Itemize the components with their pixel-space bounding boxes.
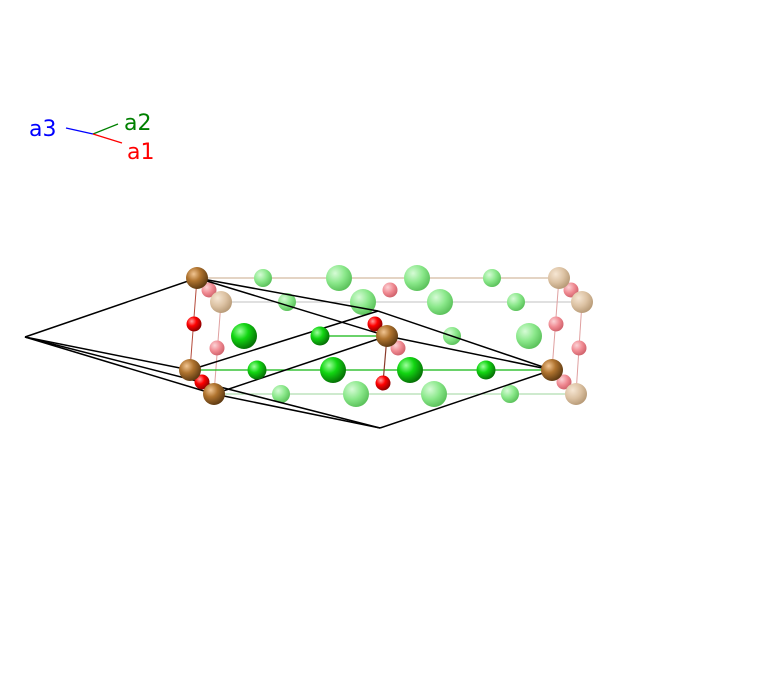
brown-atom-faded [210, 291, 232, 313]
green-atom-faded [343, 381, 369, 407]
cell-edge [24, 336, 191, 371]
a2-axis-line [92, 123, 119, 135]
red-atom-faded [548, 316, 564, 332]
cell-edge [196, 277, 388, 337]
green-atom-faded [516, 323, 542, 349]
a1-axis-line [92, 133, 123, 144]
primitive-cell-edges [24, 277, 553, 429]
green-atom-faded [272, 385, 290, 403]
green-atom[interactable] [247, 360, 267, 380]
red-atom-faded [209, 340, 225, 356]
cell-edge [196, 277, 379, 312]
green-atom-faded [483, 269, 501, 287]
a1-axis-label: a1 [127, 140, 154, 165]
red-atom[interactable] [375, 375, 391, 391]
green-atom[interactable] [397, 357, 423, 383]
brown-atom-faded [571, 291, 593, 313]
a3-axis-line [65, 127, 94, 135]
brown-atom[interactable] [541, 359, 563, 381]
cell-edge [213, 393, 381, 429]
a3-axis-label: a3 [29, 117, 56, 142]
brown-atom[interactable] [179, 359, 201, 381]
atoms [179, 267, 563, 405]
axis-triad: a3 a2 a1 [29, 111, 154, 165]
brown-atom[interactable] [186, 267, 208, 289]
red-atom[interactable] [186, 316, 202, 332]
red-atom-faded [382, 282, 398, 298]
brown-atom[interactable] [203, 383, 225, 405]
green-atom-faded [326, 265, 352, 291]
green-atom-faded [507, 293, 525, 311]
green-atom[interactable] [231, 323, 257, 349]
cell-edge [24, 277, 198, 338]
red-atom-faded [571, 340, 587, 356]
cell-edge [213, 335, 388, 395]
brown-atom[interactable] [376, 325, 398, 347]
green-atom[interactable] [310, 326, 330, 346]
faded-atoms [201, 265, 593, 407]
green-atom-faded [421, 381, 447, 407]
green-atom[interactable] [476, 360, 496, 380]
cell-edge [377, 310, 553, 371]
green-atom-faded [404, 265, 430, 291]
cell-edge [24, 336, 215, 395]
red-atom[interactable] [367, 316, 383, 332]
cell-edge [379, 369, 553, 429]
cell-edge [386, 335, 553, 371]
cell-edge [189, 310, 379, 371]
green-atom-faded [501, 385, 519, 403]
green-atom-faded [254, 269, 272, 287]
red-atom[interactable] [194, 374, 210, 390]
green-atom-faded [350, 289, 376, 315]
red-atom-faded [201, 282, 217, 298]
brown-atom-faded [548, 267, 570, 289]
brown-atom-faded [565, 383, 587, 405]
green-atom-faded [427, 289, 453, 315]
a2-axis-label: a2 [124, 111, 151, 136]
green-atom[interactable] [320, 357, 346, 383]
red-atom-faded [556, 374, 572, 390]
